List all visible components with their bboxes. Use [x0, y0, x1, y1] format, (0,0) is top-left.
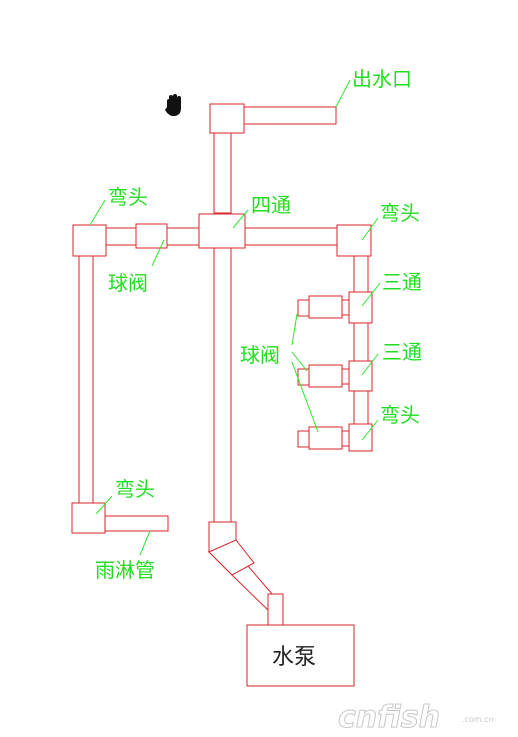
- left-pipe-b: [166, 227, 200, 246]
- pump-box: [246, 624, 355, 687]
- valve-stub-3: [297, 430, 310, 448]
- ball-valve-2: [308, 364, 343, 388]
- label-elbow-top-right: 弯头: [380, 201, 420, 225]
- elbow-top-right: [336, 224, 372, 257]
- label-cross: 四通: [251, 193, 291, 217]
- leader-elbow-top-right: [361, 217, 379, 241]
- rain-pipe: [104, 515, 169, 532]
- label-elbow-top-left: 弯头: [108, 185, 148, 209]
- watermark-domain: .com.cn: [462, 715, 494, 724]
- label-tee-1: 三通: [382, 270, 422, 294]
- ball-valve-3: [308, 426, 343, 450]
- cross-fitting: [198, 213, 246, 249]
- label-outlet: 出水口: [352, 67, 412, 91]
- leader-cross: [232, 209, 249, 229]
- main-riser-upper: [213, 132, 232, 214]
- main-riser-lower: [213, 247, 232, 523]
- valve-pipe-3: [341, 430, 350, 447]
- right-down-pipe-3: [353, 390, 369, 425]
- left-ball-valve: [135, 223, 168, 249]
- leader-tee-1: [361, 282, 381, 307]
- leader-elbow-bottom-right: [361, 419, 379, 441]
- outlet-pipe: [243, 106, 337, 125]
- ball-valve-1: [308, 295, 343, 319]
- leader-ball-valves-right-3: [291, 361, 319, 433]
- label-rain-pipe: 雨淋管: [95, 558, 155, 582]
- leader-outlet: [335, 79, 351, 108]
- label-elbow-bottom-left: 弯头: [115, 477, 155, 501]
- leader-ball-valves-right-1: [291, 313, 298, 346]
- valve-pipe-1: [341, 299, 350, 316]
- leader-tee-2: [361, 353, 379, 376]
- outlet-elbow: [209, 103, 245, 134]
- watermark-logo: cnfish: [338, 700, 440, 735]
- leader-elbow-top-left: [89, 199, 106, 226]
- label-tee-2: 三通: [382, 340, 422, 364]
- elbow-bottom-left: [71, 502, 106, 534]
- pump-inlet-pipe: [267, 593, 284, 626]
- right-pipe: [244, 227, 338, 246]
- leader-rain-pipe: [139, 530, 151, 556]
- angled-elbow: [208, 539, 255, 576]
- left-pipe-a: [105, 227, 137, 246]
- left-down-pipe: [78, 255, 94, 504]
- valve-pipe-2: [341, 368, 350, 385]
- tee-1: [348, 291, 373, 324]
- hand-cursor-icon: [165, 94, 181, 116]
- label-ball-valve-left: 球阀: [108, 271, 148, 295]
- leader-ball-valves-right-2: [291, 351, 308, 372]
- valve-stub-1: [297, 299, 310, 317]
- right-down-pipe-2: [353, 322, 369, 362]
- tee-2: [348, 360, 373, 392]
- elbow-bottom-right: [348, 423, 373, 452]
- pump-label: 水泵: [272, 645, 316, 670]
- label-ball-valves-right: 球阀: [240, 343, 280, 367]
- leader-ball-valve-left: [151, 239, 165, 267]
- elbow-top-left: [72, 224, 107, 257]
- leader-elbow-bottom-left: [95, 495, 113, 515]
- label-elbow-bottom-right: 弯头: [380, 403, 420, 427]
- right-down-pipe-1: [353, 255, 369, 293]
